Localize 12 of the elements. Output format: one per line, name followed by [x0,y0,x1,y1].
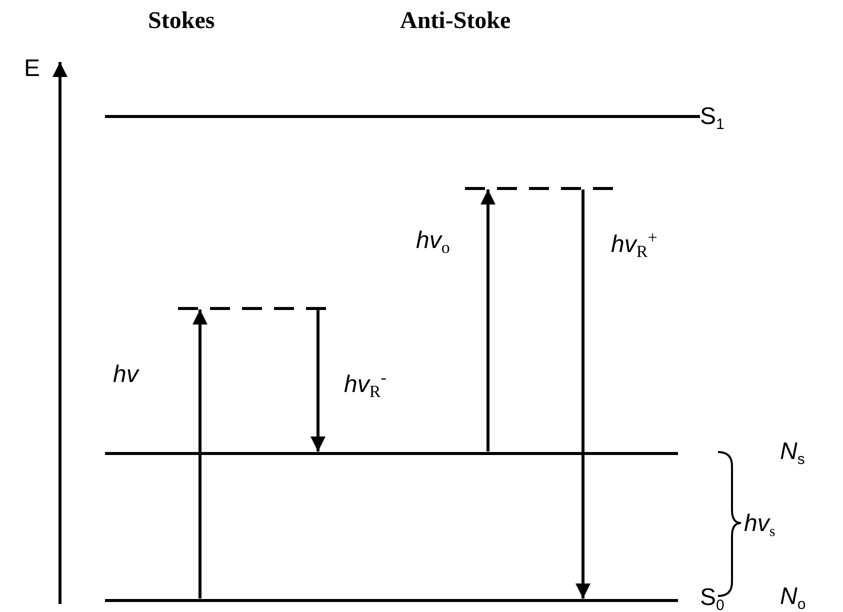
column-heading: Anti-Stoke [400,8,511,35]
brace-label: hv$_{s}$ [744,510,776,541]
transition-arrow [576,190,590,598]
level-label: S$_{1}$ [700,105,724,132]
column-heading: Stokes [148,8,215,35]
level-label: N$_{o}$ [780,585,806,612]
transition-arrow [192,310,208,598]
level-label: N$_{s}$ [780,440,805,467]
axis-label: E [24,55,40,83]
level-label: S$_{0}$ [700,586,724,612]
transition-arrow [310,310,326,452]
transition-arrow [480,190,496,452]
